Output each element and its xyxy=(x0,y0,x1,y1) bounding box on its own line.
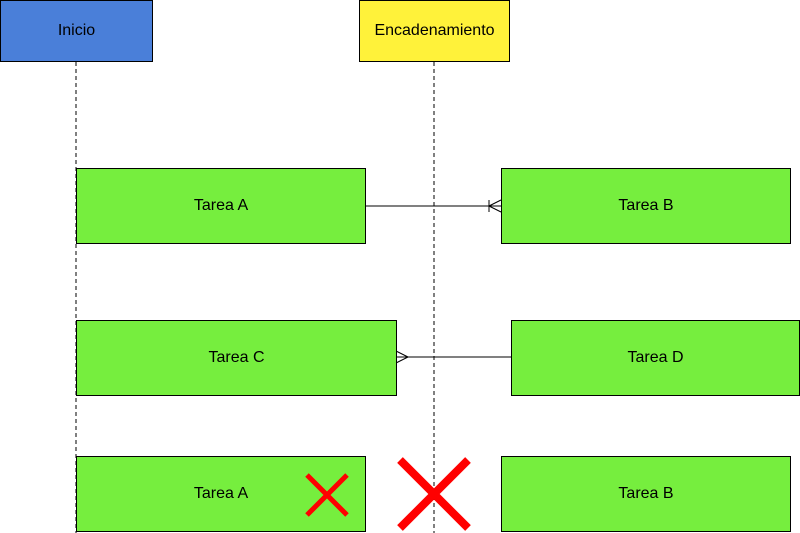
task-label: Tarea A xyxy=(193,197,249,214)
inicio-header[interactable]: Inicio xyxy=(0,0,153,62)
task-row3-left[interactable]: Tarea A xyxy=(76,456,366,532)
small-cross-icon xyxy=(305,473,349,517)
encadenamiento-header[interactable]: Encadenamiento xyxy=(359,0,510,62)
task-label: Tarea C xyxy=(208,349,265,366)
task-label: Tarea A xyxy=(193,485,249,502)
task-row2-left[interactable]: Tarea C xyxy=(76,320,397,396)
connector-a-b xyxy=(365,199,502,213)
encadenamiento-header-label: Encadenamiento xyxy=(374,22,495,39)
task-label: Tarea B xyxy=(618,197,674,214)
task-row1-right[interactable]: Tarea B xyxy=(501,168,791,244)
task-row1-left[interactable]: Tarea A xyxy=(76,168,366,244)
task-label: Tarea D xyxy=(627,349,684,366)
connector-d-c xyxy=(395,350,511,364)
task-row3-right[interactable]: Tarea B xyxy=(501,456,791,532)
task-row2-right[interactable]: Tarea D xyxy=(511,320,800,396)
inicio-header-label: Inicio xyxy=(57,22,96,39)
large-cross-icon xyxy=(397,457,471,531)
task-label: Tarea B xyxy=(618,485,674,502)
